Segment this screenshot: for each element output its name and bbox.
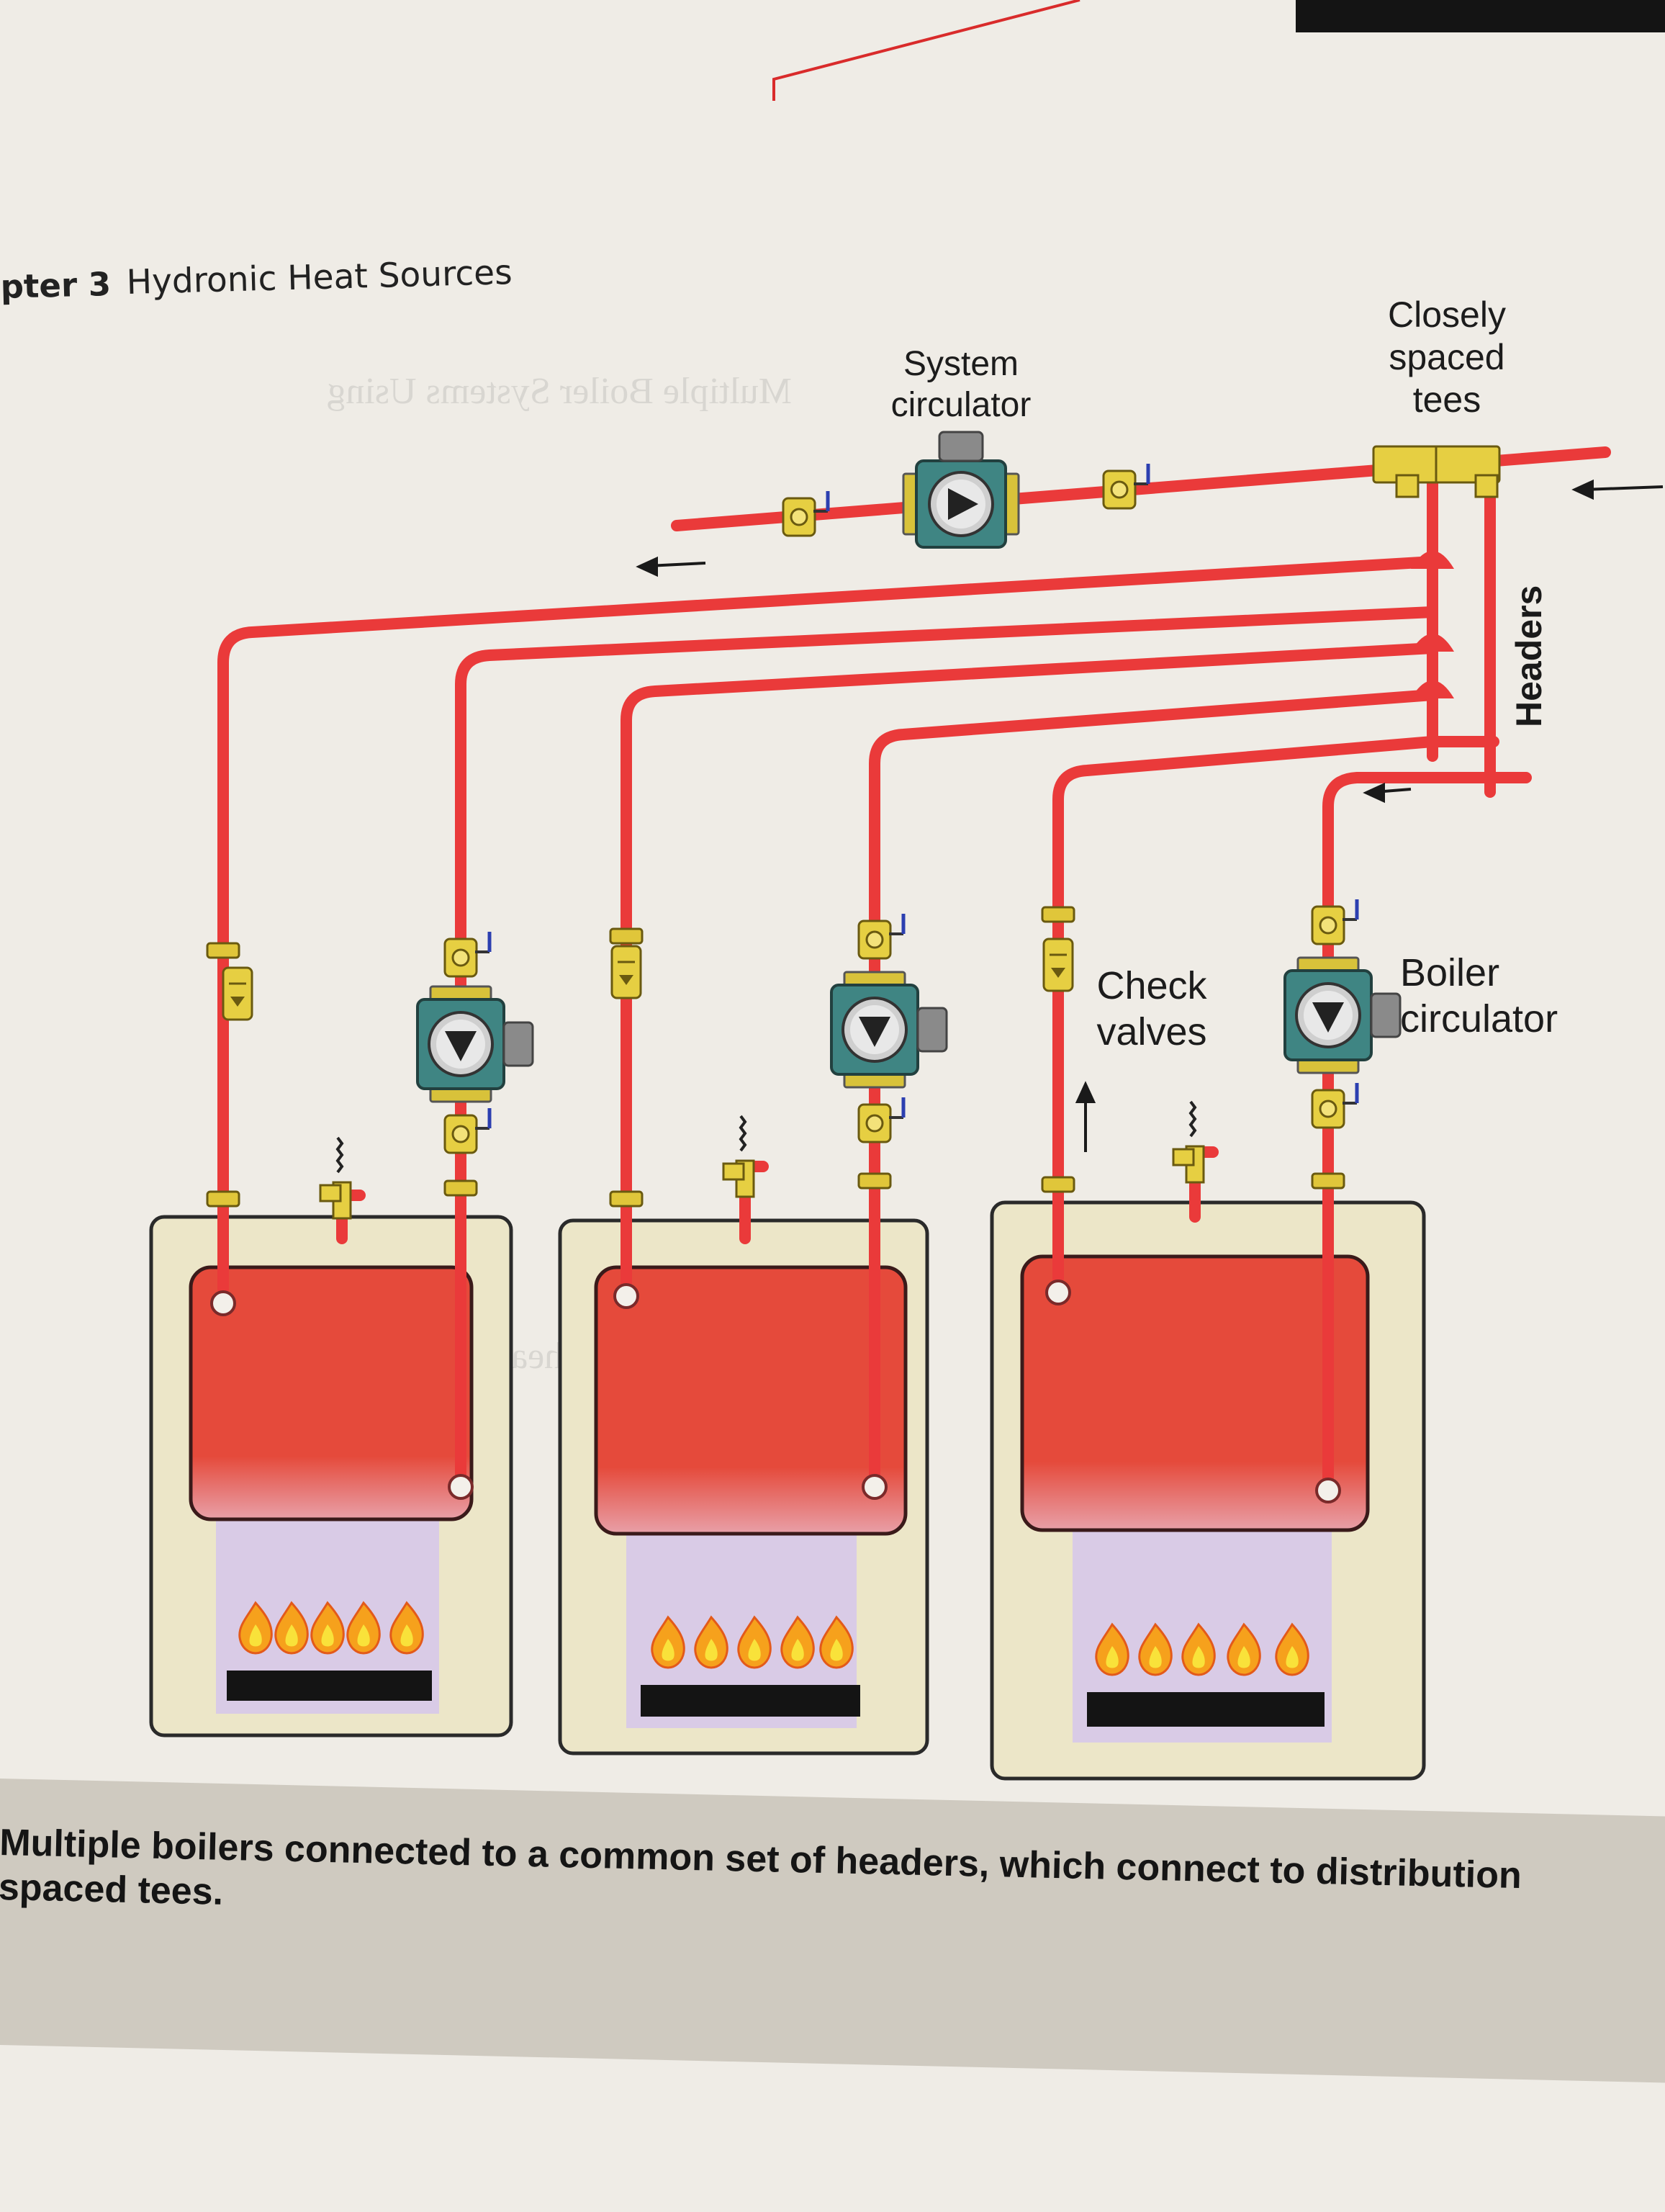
label-check-valves: Check valves — [1096, 964, 1207, 1053]
closely-spaced-tees — [1372, 445, 1501, 498]
page-edge-dark-bar — [1296, 0, 1665, 32]
boiler-circulators — [416, 956, 1402, 1103]
label-system-circulator: System circulator — [890, 345, 1032, 424]
boiler-cabinet — [990, 1200, 1426, 1781]
pen-mark — [772, 0, 1080, 101]
svg-text:Multiple Boiler Systems Using: Multiple Boiler Systems Using — [327, 371, 792, 412]
flow-arrows — [636, 479, 1664, 1152]
label-headers: Headers — [1509, 585, 1549, 727]
label-closely-spaced-tees: Closely spaced tees — [1388, 295, 1506, 420]
check-valves — [222, 938, 1074, 1021]
header-crossovers — [1411, 551, 1454, 698]
label-boiler-circulator: Boiler circulator — [1400, 951, 1558, 1040]
boiler-ports — [210, 1280, 1341, 1503]
